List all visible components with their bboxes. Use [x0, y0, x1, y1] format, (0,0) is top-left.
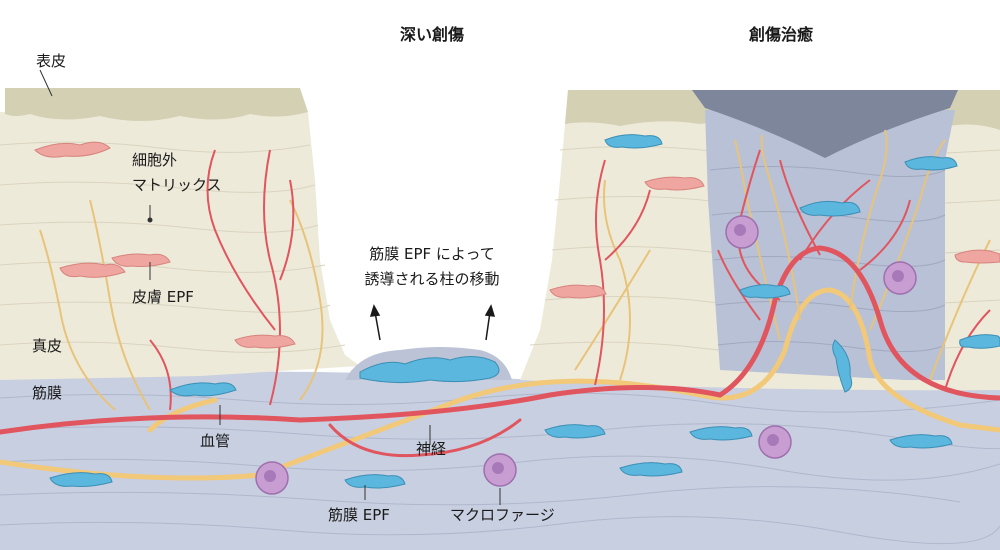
fascia-fibroblasts: [49, 134, 1000, 489]
macrophage-cell: [725, 215, 759, 249]
macrophage-cell: [883, 261, 917, 295]
label-pointers: [147, 205, 501, 505]
migration-label-line2: 誘導される柱の移動: [364, 270, 499, 288]
scar-region: [705, 110, 955, 380]
epidermis-pointer: [39, 69, 53, 97]
macrophages: [255, 215, 917, 495]
arrow-up-icon: [369, 304, 381, 341]
macrophage-cell: [483, 453, 517, 487]
wound-healing-title: 創傷治癒: [748, 25, 813, 44]
deep-wound-title: 深い創傷: [400, 25, 464, 44]
skin-epf-label: 皮膚 EPF: [132, 288, 194, 306]
fascia-label: 筋膜: [32, 384, 62, 402]
scar-epidermis: [692, 90, 958, 158]
nerve-label: 神経: [416, 440, 446, 458]
fascia-epf-label: 筋膜 EPF: [328, 506, 390, 524]
blood-vessel-label: 血管: [200, 432, 230, 450]
dermis-left: [0, 112, 360, 380]
dermis-label: 真皮: [32, 337, 62, 355]
skin-fibroblasts: [34, 141, 1000, 349]
macrophage-cell: [758, 425, 792, 459]
migration-label-line1: 筋膜 EPF によって: [369, 245, 495, 263]
epidermis-left: [5, 88, 308, 121]
dermis-left-fibers: [0, 141, 346, 353]
arrow-up-icon: [484, 304, 496, 341]
nerve-branches: [39, 129, 991, 411]
ecm-label-line1: 細胞外: [132, 151, 177, 169]
blood-vessels: [0, 245, 1000, 458]
macrophage-label: マクロファージ: [450, 506, 555, 524]
epidermis-label: 表皮: [36, 52, 66, 70]
ecm-label-line2: マトリックス: [132, 176, 222, 194]
macrophage-cell: [255, 461, 289, 495]
nerves: [0, 287, 1000, 481]
